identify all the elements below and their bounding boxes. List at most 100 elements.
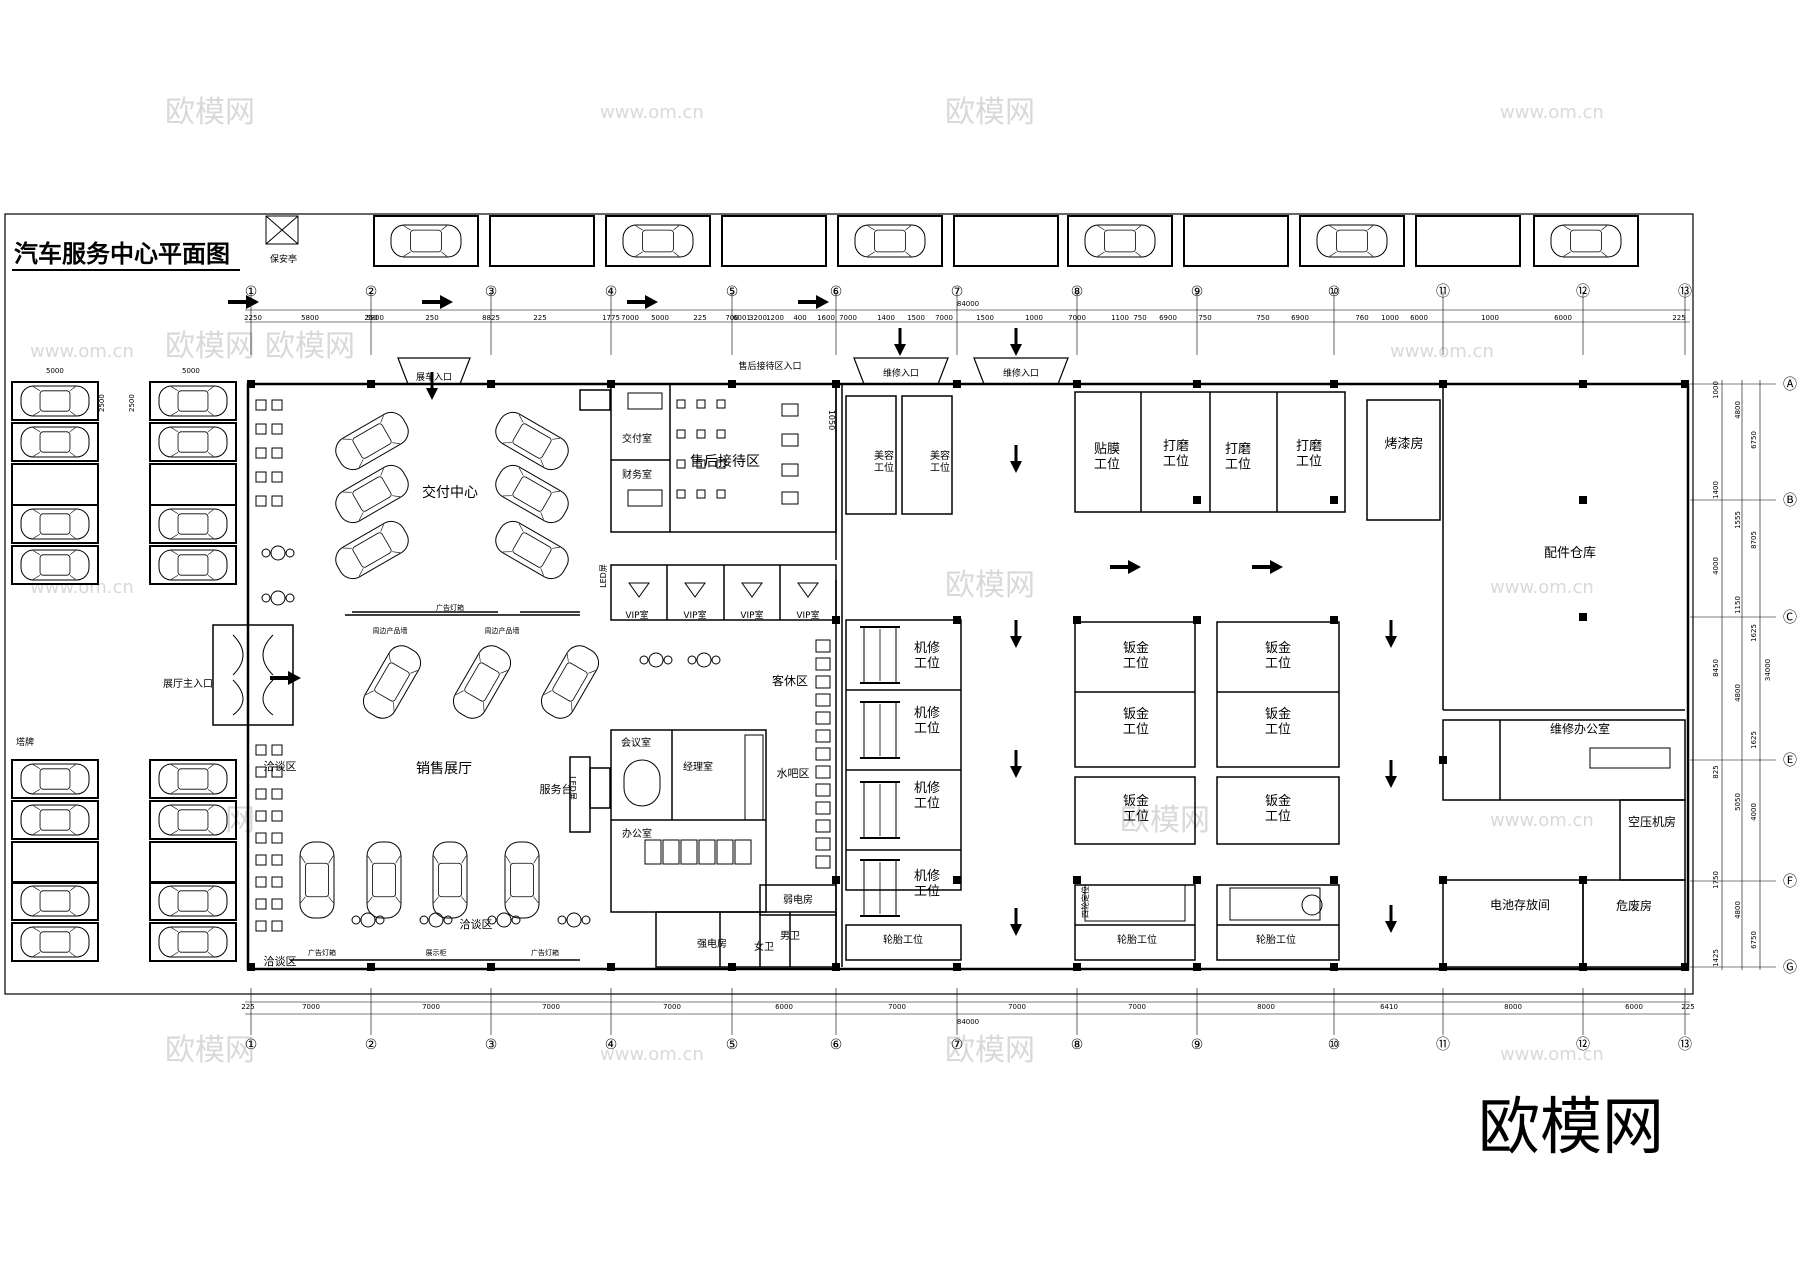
showroom-car-2-body xyxy=(335,520,409,580)
watermark-logo-5: 欧模网 xyxy=(945,1033,1035,1068)
showroom-car-5-line-d xyxy=(540,568,544,576)
left-parked-car-line-b xyxy=(207,509,214,515)
tire-bay-label-left: 轮胎工位 xyxy=(883,933,923,946)
grid-col-label-bottom-8: ⑨ xyxy=(1191,1037,1204,1053)
showroom-car-4-line-a xyxy=(518,467,524,476)
left-parked-car-line-b xyxy=(69,550,76,556)
left-parked-car-line-b xyxy=(69,764,76,770)
left-parked-car-line-d xyxy=(207,410,214,416)
vip-room-label-1: VIP室 xyxy=(625,609,648,621)
sheet-metal-bay-label-0-line: 钣金 xyxy=(1123,640,1149,656)
grid-row-label-1: Ⓑ xyxy=(1783,493,1797,509)
chair-left-d xyxy=(271,788,283,800)
chair-left-b xyxy=(271,447,283,459)
left-parked-car xyxy=(158,926,228,958)
negotiation-label-3: 洽谈区 xyxy=(460,918,493,931)
round-table-5 xyxy=(566,912,582,928)
top-parked-car-6-line-a xyxy=(1097,225,1105,231)
wall-elec-wc xyxy=(655,911,837,968)
water-bar-label: 水吧区 xyxy=(777,767,810,780)
wall-aftersales-zone xyxy=(610,383,837,533)
left-parked-car-line-c xyxy=(171,910,179,916)
left-parked-car-line-c xyxy=(33,788,41,794)
repair-entry-canopy-1 xyxy=(853,357,949,385)
wall-sheet-left xyxy=(1074,621,1196,768)
grid-col-label-bottom-3: ④ xyxy=(605,1037,618,1053)
left-parked-car-line-a xyxy=(171,886,179,892)
aftersales-chair-b-1 xyxy=(696,429,706,439)
top-parking-space-9 xyxy=(1415,215,1521,267)
column-16 xyxy=(607,963,615,971)
showroom-car-5-line-c xyxy=(502,551,512,553)
column-8 xyxy=(1193,380,1201,388)
round-table-seat-a-5 xyxy=(557,915,567,925)
tire-bay-label-right: 轮胎工位 xyxy=(1256,933,1296,946)
column-6 xyxy=(953,380,961,388)
left-parked-car-line-b xyxy=(207,550,214,556)
aftersales-chair-c-3 xyxy=(716,489,726,499)
sheet-metal-bay-label-4: 钣金工位 xyxy=(1123,793,1149,825)
round-table-6 xyxy=(648,652,664,668)
left-parked-car-line-b xyxy=(207,805,214,811)
top-parked-car-0-line-b xyxy=(441,225,448,231)
top-dim-4: 250 xyxy=(425,314,438,322)
left-parked-car-body xyxy=(20,885,90,917)
main-entry-vestibule xyxy=(212,624,294,726)
showroom-car-8-line-b xyxy=(566,654,569,662)
round-table-seat-a-2 xyxy=(351,915,361,925)
grid-col-label-bottom-6: ⑦ xyxy=(951,1037,964,1053)
showroom-car-3-line-d xyxy=(540,459,544,467)
vip-room-label-3: VIP室 xyxy=(740,609,763,621)
top-parked-car-2-line-c xyxy=(635,251,643,257)
left-parked-car-line-a xyxy=(33,805,41,811)
wall-battery xyxy=(1442,879,1584,968)
mech-bay-label-0: 机修工位 xyxy=(914,641,940,672)
left-parking-space xyxy=(149,800,237,840)
top-parking-space-3 xyxy=(721,215,827,267)
column-29 xyxy=(1193,616,1201,624)
left-parked-car-line-d xyxy=(207,451,214,457)
right-dim-9: 8450 xyxy=(1712,659,1720,677)
left-parked-car-cabin xyxy=(39,554,71,576)
mech-bay-label-1: 机修工位 xyxy=(914,706,940,737)
left-parked-car-line-a xyxy=(171,550,179,556)
top-dim-32: 6000 xyxy=(1410,314,1428,322)
aftersales-chair-b-2 xyxy=(696,459,706,469)
grid-col-label-bottom-7: ⑧ xyxy=(1071,1037,1084,1053)
left-parked-car-line-c xyxy=(33,451,41,457)
grid-col-label-top-2: ③ xyxy=(485,284,498,300)
right-dim-18: 1425 xyxy=(1712,949,1720,967)
entry-arrow-0-head xyxy=(246,295,259,309)
grid-col-label-top-0: ① xyxy=(245,284,258,300)
bottom-dim-11: 8000 xyxy=(1504,1003,1522,1011)
round-table-seat-a-1 xyxy=(261,593,271,603)
lounge-seat xyxy=(815,747,831,761)
watermark-url-1: www.om.cn xyxy=(1500,102,1604,123)
showroom-car-8-line-c xyxy=(571,702,573,712)
left-parked-car-body xyxy=(158,763,228,795)
showroom-car-11-line-c xyxy=(433,855,439,864)
top-parking-space-2 xyxy=(605,215,711,267)
top-parked-car-8-line-c xyxy=(1329,251,1337,257)
sheet-metal-bay-label-2-line: 工位 xyxy=(1123,723,1149,738)
left-parked-car-cabin xyxy=(39,809,71,831)
lounge-seat xyxy=(815,711,831,725)
top-dim-29: 6900 xyxy=(1291,314,1309,322)
top-parked-car-2-line-a xyxy=(635,225,643,231)
mech-bay-label-2-line: 机修 xyxy=(914,781,940,796)
left-parked-car-line-b xyxy=(69,886,76,892)
showroom-car-10-cabin xyxy=(372,862,396,898)
showroom-car-6-line-d xyxy=(410,670,418,674)
sheet-metal-bay-label-3-line: 钣金 xyxy=(1265,706,1291,722)
wall-repair-office xyxy=(1442,719,1686,801)
grid-col-label-bottom-12: ⑬ xyxy=(1678,1037,1692,1053)
grid-col-label-top-8: ⑨ xyxy=(1191,284,1204,300)
left-parked-car-cabin xyxy=(177,513,209,535)
wheel-align-machine xyxy=(1084,884,1186,922)
chair-left-d xyxy=(271,744,283,756)
left-parking-space xyxy=(149,422,237,462)
left-parking xyxy=(11,381,237,962)
flow-arrow-down-7-head xyxy=(1385,636,1397,648)
showroom-car-9 xyxy=(299,841,335,919)
